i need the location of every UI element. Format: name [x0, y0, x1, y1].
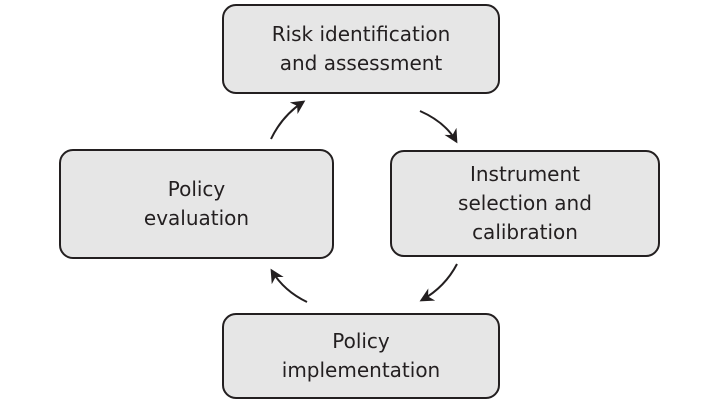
- node-instrument-selection: Instrument selection and calibration: [390, 150, 660, 257]
- node-policy-implementation: Policy implementation: [222, 313, 500, 399]
- arrow-implementation-to-evaluation: [270, 268, 308, 303]
- node-implementation-line-1: Policy: [332, 329, 390, 353]
- node-instrument-line-3: calibration: [472, 220, 578, 244]
- arrow-risk-to-instrument: [419, 110, 458, 144]
- node-policy-evaluation: Policy evaluation: [59, 149, 334, 259]
- node-risk-identification: Risk identification and assessment: [222, 4, 500, 94]
- node-implementation-line-2: implementation: [281, 358, 441, 382]
- node-instrument-line-1: Instrument: [469, 162, 581, 186]
- node-evaluation-line-1: Policy: [167, 177, 226, 201]
- arrow-evaluation-to-risk: [270, 100, 306, 140]
- node-risk-line-1: Risk identification: [271, 22, 451, 46]
- node-evaluation-line-2: evaluation: [143, 206, 250, 230]
- arrow-instrument-to-implementation: [419, 263, 458, 302]
- node-risk-line-2: and assessment: [279, 51, 443, 75]
- node-instrument-line-2: selection and: [458, 191, 592, 215]
